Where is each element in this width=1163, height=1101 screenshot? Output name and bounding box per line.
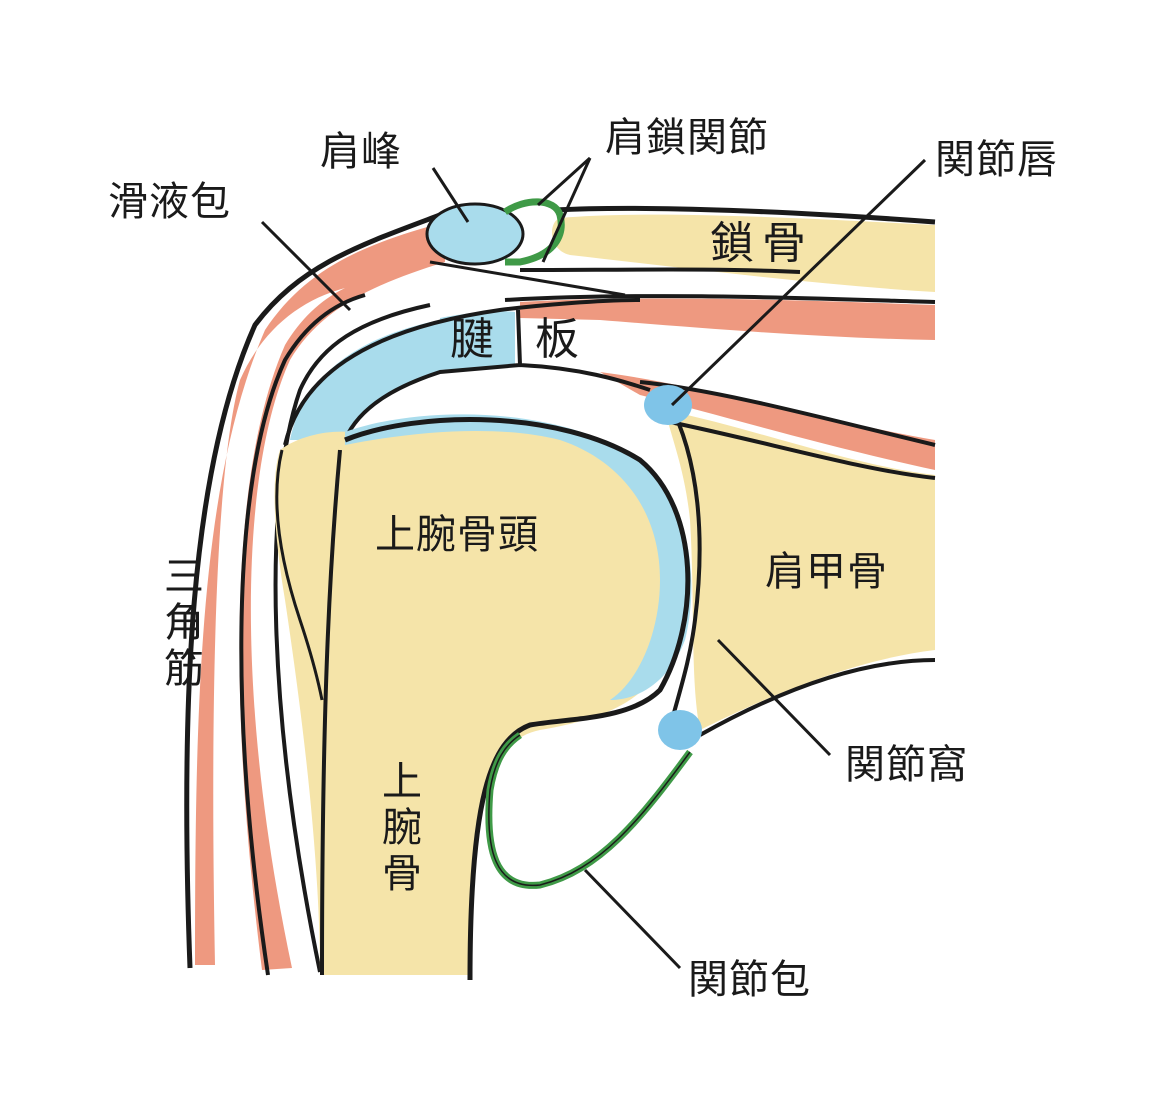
- supraspinatus-muscle: [520, 298, 935, 340]
- clavicle-line-bottom: [519, 267, 801, 274]
- labrum-lower: [658, 710, 702, 750]
- humerus-bone: [274, 415, 673, 975]
- bursa: [290, 320, 440, 440]
- humerus-inner-line: [320, 449, 342, 976]
- scapula-bone: [665, 410, 935, 730]
- joint-capsule-outline: [488, 734, 691, 887]
- labrum-upper: [644, 385, 692, 425]
- tendon-plate-outline: [283, 298, 651, 446]
- ac-joint-ring: [502, 198, 565, 266]
- leader-ac-joint-2: [541, 157, 592, 263]
- label-scapula: 肩甲骨: [765, 549, 888, 595]
- scapula-line-top: [659, 418, 936, 480]
- label-humerus: 上腕骨: [375, 760, 421, 898]
- leader-ac-joint-1: [536, 156, 592, 207]
- label-bursa: 滑液包: [108, 179, 231, 225]
- label-acromioclavicular-joint: 肩鎖関節: [605, 115, 769, 161]
- label-capsule: 関節包: [688, 957, 811, 1003]
- label-tendon-plate-1: 腱: [450, 314, 502, 365]
- deltoid-inner-line: [239, 293, 366, 976]
- label-tendon-plate-2: 板: [535, 314, 587, 365]
- scapula-line-bottom: [699, 658, 936, 737]
- leader-acromion: [431, 167, 470, 223]
- leader-glenoid: [716, 638, 832, 757]
- tendon-plate: [440, 311, 515, 370]
- leader-labrum: [670, 158, 927, 407]
- deltoid-outer-line: [184, 212, 441, 969]
- articular-cartilage: [345, 414, 692, 700]
- deltoid-muscle: [195, 222, 445, 970]
- acromion-bone: [425, 202, 525, 266]
- leader-bursa: [260, 220, 352, 312]
- label-clavicle: 鎖骨: [710, 218, 814, 269]
- label-glenoid: 関節窩: [845, 742, 968, 788]
- leader-capsule: [583, 868, 682, 970]
- ac-joint-line: [429, 260, 626, 297]
- label-acromion: 肩峰: [320, 129, 402, 175]
- glenoid-line: [666, 399, 702, 721]
- label-deltoid: 三角筋: [157, 555, 203, 693]
- supraspinatus-line: [504, 294, 936, 304]
- label-humeral-head: 上腕骨頭: [375, 512, 539, 558]
- humerus-greater-tuberosity: [275, 449, 324, 701]
- clavicle-bone: [551, 214, 935, 292]
- clavicle-line-top: [554, 205, 936, 225]
- label-labrum: 関節唇: [935, 137, 1058, 183]
